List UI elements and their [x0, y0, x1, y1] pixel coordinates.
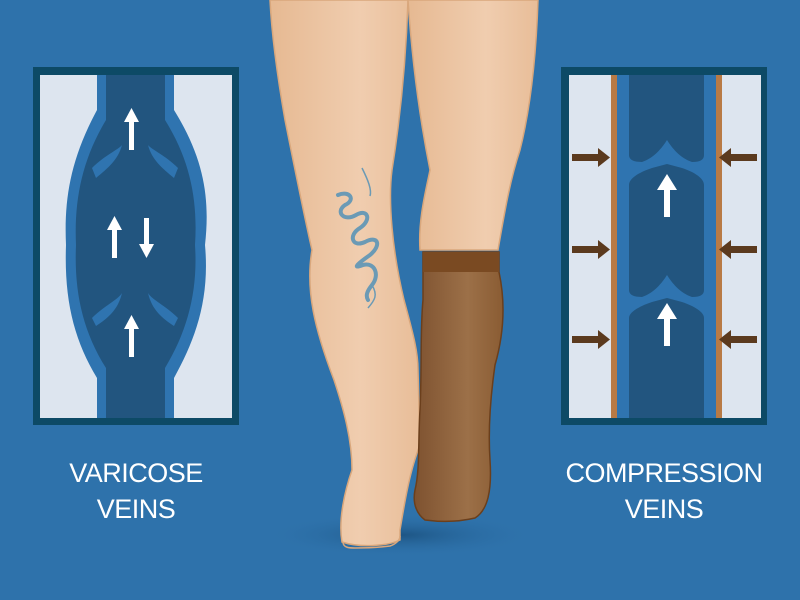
compression-label-line1: COMPRESSION: [565, 458, 763, 488]
arrow-down-icon: [139, 218, 154, 258]
varicose-label-line2: VEINS: [96, 494, 176, 524]
varicose-veins-label: VARICOSE VEINS: [33, 455, 239, 527]
varicose-vein-icon: [336, 191, 380, 302]
arrow-up-icon: [107, 216, 122, 258]
compression-veins-label: COMPRESSION VEINS: [551, 455, 777, 527]
right-leg-stocking: [407, 0, 539, 523]
varicose-label-line1: VARICOSE: [69, 458, 203, 488]
arrow-up-icon: [124, 315, 139, 357]
compression-arrows-icon: [572, 148, 757, 349]
arrow-up-icon: [124, 108, 139, 150]
left-leg-bare: [269, 0, 421, 549]
compression-vein-diagram: [561, 67, 767, 425]
compression-label-line2: VEINS: [624, 494, 704, 524]
varicose-vein-diagram: [33, 67, 239, 425]
